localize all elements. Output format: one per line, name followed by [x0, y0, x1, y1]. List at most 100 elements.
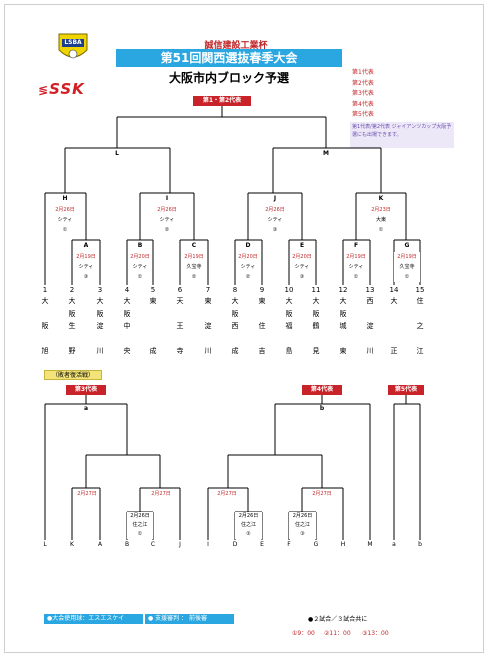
group-label-k: K	[378, 195, 384, 202]
match-number: ②	[191, 274, 197, 280]
match-h: 2月26日 シティ ①	[48, 205, 82, 235]
team-name-char: 央	[123, 347, 131, 355]
match-venue: シティ	[348, 264, 364, 270]
match-number: ③	[300, 531, 305, 537]
rep-5-box: 第5代表	[388, 385, 424, 395]
match-k: 2月23日 大東 ①	[364, 205, 398, 235]
team-name-char: 東	[149, 297, 157, 305]
consolation-slot: F	[287, 541, 291, 548]
match-venue: シティ	[57, 217, 73, 223]
representative-list: 第1代表 第2代表 第3代表 第4代表 第5代表	[352, 68, 374, 121]
team-name-char: 成	[231, 347, 239, 355]
team-name-char: 阪	[285, 309, 293, 318]
team-name-char: 大	[339, 297, 347, 305]
consolation-slot: L	[43, 541, 47, 548]
match-date: 2月19日	[346, 254, 366, 260]
team-number: 12	[338, 286, 348, 294]
match-date: 2月20日	[238, 254, 258, 260]
team-number: 10	[284, 286, 294, 294]
giants-cup-note: 第1代表/第2代表 ジャイアンツカップ大阪予選にも出場できます。	[350, 122, 454, 148]
rep-item: 第2代表	[352, 79, 374, 87]
group-label-d: D	[245, 242, 251, 249]
team-name-char: 住	[258, 322, 266, 330]
team-number: 8	[232, 286, 238, 294]
group-label-h: H	[62, 195, 68, 202]
match-date: 2月26日	[238, 513, 259, 519]
consolation-slot: I	[207, 541, 209, 548]
match-venue: 久宝寺	[399, 264, 415, 270]
match-date: 2月20日	[292, 254, 312, 260]
consolation-label-b: b	[319, 405, 325, 412]
team-name-char: 阪	[41, 322, 49, 330]
ssk-logo: ≶SSK	[38, 80, 85, 98]
match-venue: シティ	[78, 264, 94, 270]
consolation-date: 2月27日	[312, 491, 332, 497]
group-label-l: L	[115, 150, 119, 157]
team-number: 2	[69, 286, 75, 294]
team-name-char: 阪	[231, 309, 239, 318]
team-name-char: 城	[339, 322, 347, 330]
tournament-title: 第51回関西選抜春季大会	[116, 49, 342, 67]
team-name-char: 西	[366, 297, 374, 305]
match-number: ①	[353, 274, 359, 280]
time-3: ③13：00	[362, 630, 389, 637]
group-label-c: C	[191, 242, 197, 249]
match-c: 2月19日 久宝寺 ②	[181, 252, 207, 282]
team-name-char: 福	[285, 322, 293, 330]
time-1: ①9：00	[292, 630, 315, 637]
rep-1-2-box: 第1・第2代表	[193, 96, 251, 106]
match-date: 2月26日	[265, 207, 285, 213]
team-number: 3	[97, 286, 103, 294]
consolation-label: （敗者復活戦）	[44, 370, 102, 380]
rep-4-box: 第4代表	[302, 385, 342, 395]
match-date: 2月19日	[397, 254, 417, 260]
match-venue: 久宝寺	[186, 264, 202, 270]
match-venue: 住之江	[240, 522, 256, 528]
team-name-char: 阪	[312, 309, 320, 318]
team-name-char: 大	[312, 297, 320, 305]
match-number: ③	[83, 274, 89, 280]
group-label-j: J	[273, 195, 277, 202]
match-date: 2月26日	[130, 513, 150, 519]
group-label-a: A	[83, 242, 89, 249]
team-name-char: 阪	[68, 309, 76, 318]
consolation-slot: H	[340, 541, 346, 548]
match-venue: シティ	[267, 217, 283, 223]
team-name-char: 大	[390, 297, 398, 305]
team-name-char: 川	[96, 347, 104, 355]
league-logo: LSBA	[55, 30, 91, 66]
team-name-char: 江	[416, 347, 424, 355]
match-date: 2月23日	[371, 207, 391, 213]
group-label-f: F	[353, 242, 359, 249]
team-name-char: 大	[231, 297, 239, 305]
team-name-char: 吉	[258, 347, 266, 355]
team-name-char: 大	[41, 297, 49, 305]
sponsor-title: 誠信建設工業杯	[204, 41, 268, 51]
team-name-char: 旭	[41, 347, 49, 355]
consolation-slot: G	[313, 541, 319, 548]
team-number: 7	[205, 286, 211, 294]
consolation-slot: D	[232, 541, 238, 548]
rep-item: 第5代表	[352, 111, 374, 118]
consolation-slot: B	[124, 541, 130, 548]
consolation-slot: K	[70, 541, 74, 548]
match-f: 2月19日 シティ ①	[344, 252, 368, 282]
match-venue: シティ	[132, 264, 148, 270]
rep-3-box: 第3代表	[66, 385, 106, 395]
match-date: 2月26日	[55, 207, 75, 213]
page-frame	[4, 4, 484, 653]
match-venue: 住之江	[132, 522, 148, 528]
consolation-match-2: 2月26日 住之江 ②	[235, 512, 262, 539]
group-label-e: E	[299, 242, 305, 249]
team-name-char: 東	[258, 297, 266, 305]
team-number: 14	[389, 286, 399, 294]
match-date: 2月20日	[130, 254, 150, 260]
match-venue: シティ	[294, 264, 310, 270]
match-venue: 大東	[375, 217, 386, 223]
match-number: ②	[245, 274, 251, 280]
team-name-char: 西	[231, 322, 239, 330]
team-name-char: 淀	[204, 322, 212, 330]
match-e: 2月20日 シティ ③	[290, 252, 314, 282]
team-name-char: 見	[312, 347, 320, 355]
match-number: ②	[246, 531, 251, 537]
